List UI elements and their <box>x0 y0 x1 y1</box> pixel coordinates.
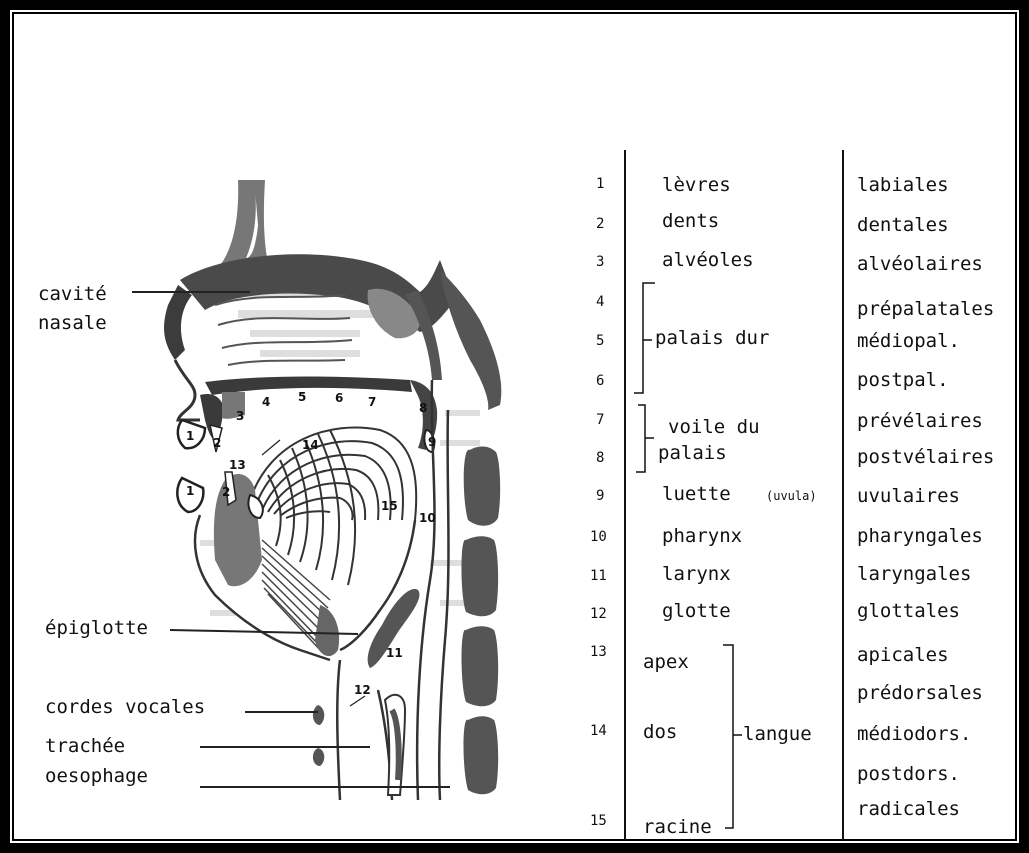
row-num-11: 11 <box>590 568 607 584</box>
consonant-prevelar: prévélaires <box>857 410 983 432</box>
organ-uvula: luette <box>662 483 731 505</box>
consonant-predorsal: prédorsales <box>857 682 983 704</box>
organ-apex: apex <box>643 651 689 673</box>
marker-4: 4 <box>262 395 270 409</box>
row-num-15: 15 <box>590 813 607 829</box>
organ-teeth: dents <box>662 210 719 232</box>
row-num-5: 5 <box>596 333 604 349</box>
articulation-table: 1 2 3 4 5 6 7 8 9 10 11 12 13 14 15 lèvr… <box>590 150 994 840</box>
organ-lips: lèvres <box>662 174 731 196</box>
marker-6: 6 <box>335 391 343 405</box>
row-num-12: 12 <box>590 606 607 622</box>
organ-soft-palate-1: voile du <box>668 416 760 438</box>
label-esophagus: oesophage <box>45 765 148 787</box>
marker-15: 15 <box>381 499 398 513</box>
marker-1-lower: 1 <box>186 484 194 498</box>
row-num-1: 1 <box>596 176 604 192</box>
bracket-tongue <box>723 645 733 828</box>
marker-2-lower: 2 <box>222 485 230 499</box>
consonant-uvular: uvulaires <box>857 485 960 507</box>
row-num-4: 4 <box>596 294 604 310</box>
row-num-13: 13 <box>590 644 607 660</box>
label-nasal-cavity-2: nasale <box>38 312 107 334</box>
consonant-mediopalatal: médiopal. <box>857 330 960 352</box>
organ-alveoli: alvéoles <box>662 249 754 271</box>
organ-dorsum: dos <box>643 721 677 743</box>
marker-1-upper: 1 <box>186 429 194 443</box>
consonant-prepalatal: prépalatales <box>857 298 994 320</box>
marker-13: 13 <box>229 458 246 472</box>
label-trachea: trachée <box>45 735 125 757</box>
marker-9: 9 <box>428 435 436 449</box>
organ-root: racine <box>643 816 712 838</box>
marker-7: 7 <box>368 395 376 409</box>
marker-5: 5 <box>298 390 306 404</box>
row-num-14: 14 <box>590 723 607 739</box>
consonant-pharyngeal: pharyngales <box>857 525 983 547</box>
consonant-postvelar: postvélaires <box>857 446 994 468</box>
organ-soft-palate-2: palais <box>658 442 727 464</box>
row-num-7: 7 <box>596 412 604 428</box>
organ-tongue: langue <box>743 723 812 745</box>
row-num-8: 8 <box>596 450 604 466</box>
bracket-soft-palate <box>636 405 645 472</box>
organ-hard-palate: palais dur <box>655 327 769 349</box>
head-sagittal-section: 1 1 2 2 3 4 5 6 7 8 9 10 11 12 13 14 15 <box>164 180 501 800</box>
consonant-postdorsal: postdors. <box>857 763 960 785</box>
consonant-alveolar: alvéolaires <box>857 253 983 275</box>
table-consonant-column: labiales dentales alvéolaires prépalatal… <box>857 174 994 820</box>
marker-8: 8 <box>419 401 427 415</box>
row-num-3: 3 <box>596 254 604 270</box>
row-num-2: 2 <box>596 216 604 232</box>
marker-14: 14 <box>302 438 319 452</box>
bracket-hard-palate <box>634 283 655 393</box>
table-organ-column: lèvres dents alvéoles palais dur voile d… <box>643 174 817 838</box>
marker-10: 10 <box>419 511 436 525</box>
consonant-radical: radicales <box>857 798 960 820</box>
consonant-glottal: glottales <box>857 600 960 622</box>
row-num-10: 10 <box>590 529 607 545</box>
table-row-numbers: 1 2 3 4 5 6 7 8 9 10 11 12 13 14 15 <box>590 176 607 829</box>
consonant-apical: apicales <box>857 644 949 666</box>
organ-pharynx: pharynx <box>662 525 742 547</box>
label-vocal-cords: cordes vocales <box>45 696 205 718</box>
row-num-6: 6 <box>596 373 604 389</box>
label-epiglottis: épiglotte <box>45 617 148 639</box>
organ-glottis: glotte <box>662 600 731 622</box>
consonant-laryngeal: laryngales <box>857 563 971 585</box>
marker-12: 12 <box>354 683 371 697</box>
marker-11: 11 <box>386 646 403 660</box>
consonant-labial: labiales <box>857 174 949 196</box>
row-num-9: 9 <box>596 488 604 504</box>
organ-uvula-note: (uvula) <box>766 489 817 503</box>
marker-3: 3 <box>236 409 244 423</box>
organ-larynx: larynx <box>662 563 731 585</box>
marker-2-upper: 2 <box>213 436 221 450</box>
consonant-mediodorsal: médiodors. <box>857 723 971 745</box>
label-nasal-cavity-1: cavité <box>38 283 107 305</box>
consonant-postpalatal: postpal. <box>857 369 949 391</box>
consonant-dental: dentales <box>857 214 949 236</box>
